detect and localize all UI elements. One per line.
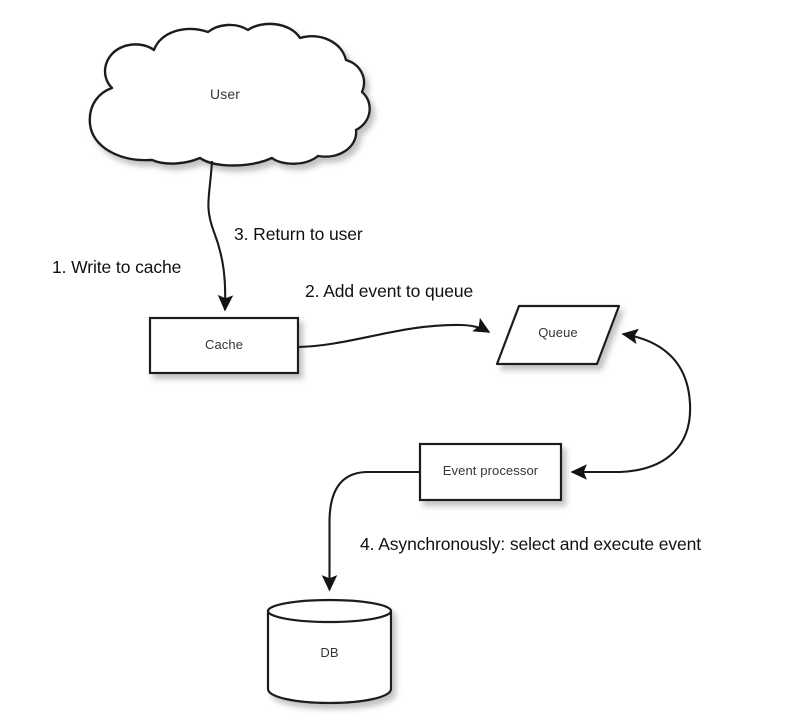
node-event-processor-label: Event processor bbox=[442, 463, 539, 478]
node-queue-label: Queue bbox=[538, 325, 578, 340]
edge-user-cache-path bbox=[207, 160, 234, 312]
node-cache-label: Cache bbox=[204, 337, 244, 352]
edge-label-return-to-user: 3. Return to user bbox=[234, 224, 363, 244]
node-cache[interactable] bbox=[148, 316, 300, 375]
edge-label-write-to-cache: 1. Write to cache bbox=[52, 257, 182, 277]
node-user-label: User bbox=[210, 86, 240, 102]
node-user[interactable] bbox=[88, 22, 371, 167]
node-db-label: DB bbox=[320, 645, 339, 660]
edge-processor-db-path bbox=[321, 470, 420, 592]
edge-label-async-select-execute: 4. Asynchronously: select and execute ev… bbox=[360, 534, 702, 554]
edge-queue-processor-path bbox=[570, 328, 692, 480]
edge-cache-queue-path bbox=[297, 317, 491, 349]
node-db[interactable] bbox=[266, 598, 393, 705]
edge-label-add-event-to-queue: 2. Add event to queue bbox=[305, 281, 474, 301]
node-event-processor[interactable] bbox=[418, 442, 563, 502]
